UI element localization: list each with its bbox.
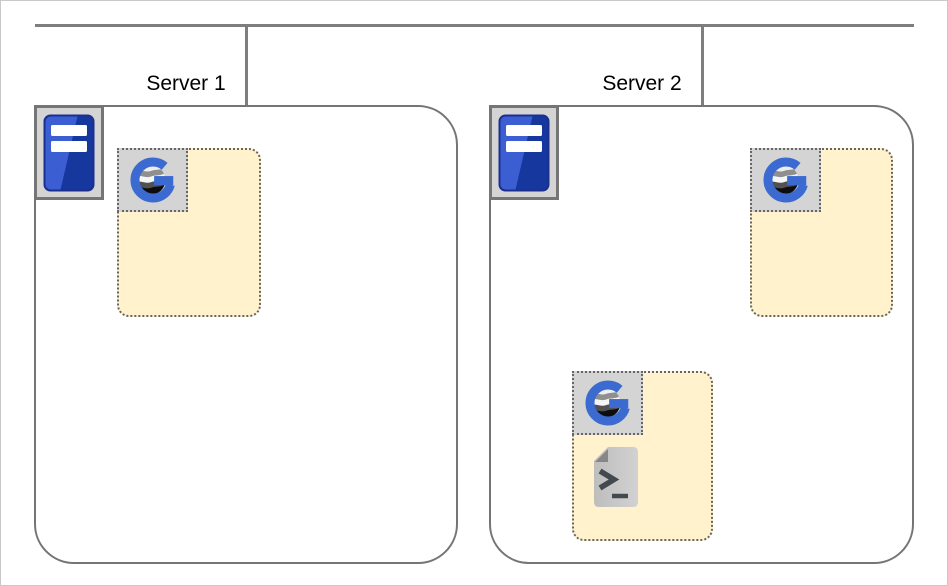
- network-bus-line: [35, 24, 914, 27]
- server-icon: [43, 114, 95, 192]
- server1-icon-tile: [34, 105, 104, 200]
- server2-icon-tile: [489, 105, 559, 200]
- group-c-icon-tile: [572, 371, 643, 435]
- script-icon: [592, 446, 640, 509]
- server2-label: Server 2: [602, 72, 682, 95]
- server1-connector-line: [245, 25, 248, 105]
- group-b-box: [750, 148, 893, 317]
- goldengate-icon: [579, 376, 637, 430]
- server-icon: [498, 114, 550, 192]
- server1-label: Server 1: [146, 72, 226, 95]
- group-a-icon-tile: [117, 148, 188, 212]
- goldengate-icon: [124, 153, 182, 207]
- server2-connector-line: [701, 25, 704, 105]
- goldengate-icon: [757, 153, 815, 207]
- group-b-icon-tile: [750, 148, 821, 212]
